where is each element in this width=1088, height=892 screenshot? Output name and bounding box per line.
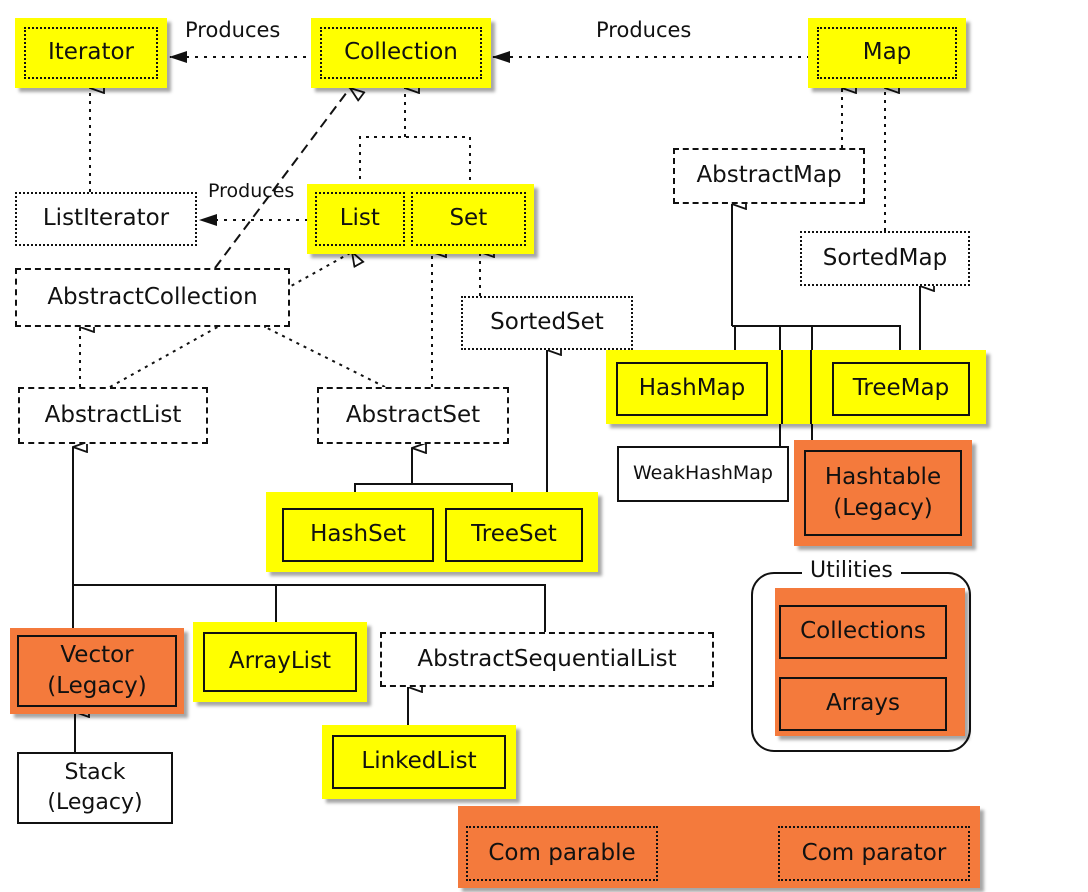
- utilities-group-title: Utilities: [802, 558, 901, 583]
- linked-list-node: LinkedList: [322, 725, 516, 799]
- stack-node: Stack (Legacy): [17, 752, 173, 824]
- iterator-node: Iterator: [15, 18, 167, 88]
- abstract-sequential-list-node: AbstractSequentialList: [380, 632, 714, 687]
- list-set-node: List Set: [307, 184, 534, 254]
- abstract-map-node: AbstractMap: [673, 148, 865, 204]
- weak-hash-map-node: WeakHashMap: [617, 446, 789, 502]
- vector-label: Vector (Legacy): [17, 635, 177, 707]
- abstract-set-node: AbstractSet: [317, 387, 509, 444]
- comparison-band: [458, 806, 980, 888]
- comparable-node: Com parable: [466, 826, 658, 881]
- tree-set-node: TreeSet: [445, 508, 583, 562]
- comparator-node: Com parator: [778, 826, 970, 881]
- linked-list-label: LinkedList: [332, 735, 506, 789]
- produces-label-list-iterator: Produces: [208, 180, 295, 202]
- list-label: List: [315, 192, 405, 246]
- collection-node: Collection: [311, 18, 491, 88]
- produces-label-iterator: Produces: [185, 18, 281, 42]
- vector-node: Vector (Legacy): [10, 628, 184, 714]
- arrays-node: Arrays: [779, 677, 947, 731]
- map-impl-divider: [781, 350, 812, 424]
- tree-map-node: TreeMap: [832, 362, 970, 416]
- hashtable-label: Hashtable (Legacy): [804, 450, 962, 536]
- produces-label-map: Produces: [596, 18, 692, 42]
- hashtable-node: Hashtable (Legacy): [794, 440, 972, 546]
- sorted-map-node: SortedMap: [800, 231, 970, 286]
- collection-label: Collection: [320, 27, 482, 79]
- abstract-list-node: AbstractList: [18, 387, 208, 444]
- utilities-band: [775, 588, 965, 736]
- iterator-label: Iterator: [24, 27, 158, 79]
- abstract-collection-node: AbstractCollection: [15, 268, 290, 327]
- list-iterator-node: ListIterator: [15, 192, 197, 246]
- map-node: Map: [808, 18, 966, 88]
- array-list-node: ArrayList: [193, 622, 367, 702]
- map-label: Map: [817, 27, 957, 79]
- sorted-set-node: SortedSet: [461, 296, 633, 350]
- array-list-label: ArrayList: [203, 632, 357, 692]
- hash-set-node: HashSet: [282, 508, 434, 562]
- set-label: Set: [410, 192, 526, 246]
- hash-map-node: HashMap: [616, 362, 768, 416]
- collections-node: Collections: [779, 605, 947, 659]
